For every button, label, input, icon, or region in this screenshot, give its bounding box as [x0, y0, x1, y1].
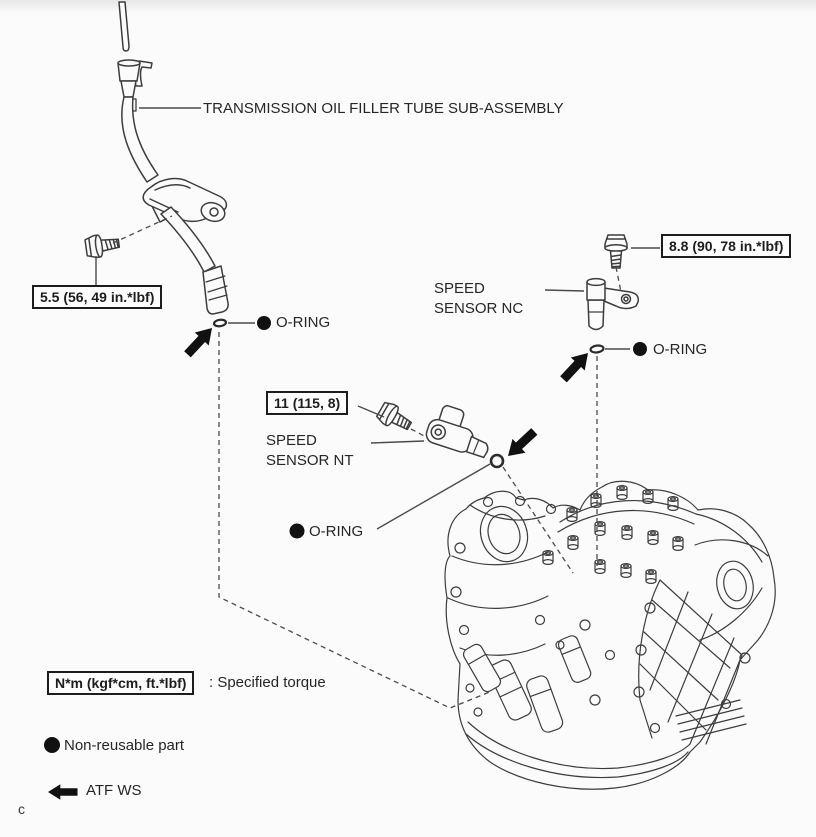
filler-tube-bolt-drawing — [83, 231, 122, 260]
part-label-speed-sensor-nc: SPEED SENSOR NC — [434, 279, 523, 319]
part-label-speed-sensor-nt: SPEED SENSOR NT — [266, 431, 354, 471]
atf-arrow-icon-nt — [501, 424, 541, 463]
non-reusable-dot-icon — [289, 523, 305, 539]
speed-sensor-nc-bolt-drawing — [604, 234, 628, 269]
label-line: SPEED — [434, 280, 485, 297]
part-label-o-ring-nc: O-RING — [653, 341, 708, 358]
legend-torque-suffix: : Specified torque — [209, 674, 326, 691]
torque-box-nt-bolt: 11 (115, 8) — [266, 391, 349, 415]
label-line: SPEED — [266, 432, 317, 449]
alignment-dashed-lines — [112, 215, 622, 709]
atf-arrow-icon-nc — [556, 346, 595, 386]
label-line: SENSOR NC — [434, 300, 524, 317]
non-reusable-dot-icon — [633, 342, 647, 356]
speed-sensor-nt-bolt-drawing — [374, 399, 416, 437]
filler-tube-drawing — [117, 1, 229, 315]
page-top-shadow — [0, 0, 816, 14]
torque-box-nc-bolt: 8.8 (90, 78 in.*lbf) — [661, 234, 792, 258]
non-reusable-dot-icon — [44, 737, 60, 753]
legend-atf-ws: ATF WS — [86, 782, 142, 799]
part-label-o-ring-nt: O-RING — [309, 523, 364, 540]
atf-arrow-icon-legend — [48, 784, 78, 800]
o-ring-nt-drawing — [489, 453, 505, 469]
part-label-filler-tube: TRANSMISSION OIL FILLER TUBE SUB-ASSEMBL… — [203, 100, 564, 117]
non-reusable-dot-icon — [257, 316, 271, 330]
legend-non-reusable: Non-reusable part — [64, 737, 185, 754]
label-line: SENSOR NT — [266, 452, 354, 469]
speed-sensor-nc-drawing — [586, 277, 640, 331]
torque-box-filler-bolt: 5.5 (56, 49 in.*lbf) — [32, 285, 163, 309]
atf-arrow-icon-filler — [180, 321, 219, 361]
footer-char: c — [18, 801, 25, 817]
legend-torque-box: N*m (kgf*cm, ft.*lbf) — [47, 671, 195, 695]
leader-lines — [95, 107, 660, 530]
part-label-o-ring-filler: O-RING — [276, 314, 331, 331]
speed-sensor-nt-drawing — [425, 405, 489, 459]
dipstick — [118, 1, 130, 52]
o-ring-nc-drawing — [589, 344, 605, 354]
transmission-assembly-drawing — [444, 480, 776, 790]
o-ring-filler-drawing — [212, 318, 228, 328]
